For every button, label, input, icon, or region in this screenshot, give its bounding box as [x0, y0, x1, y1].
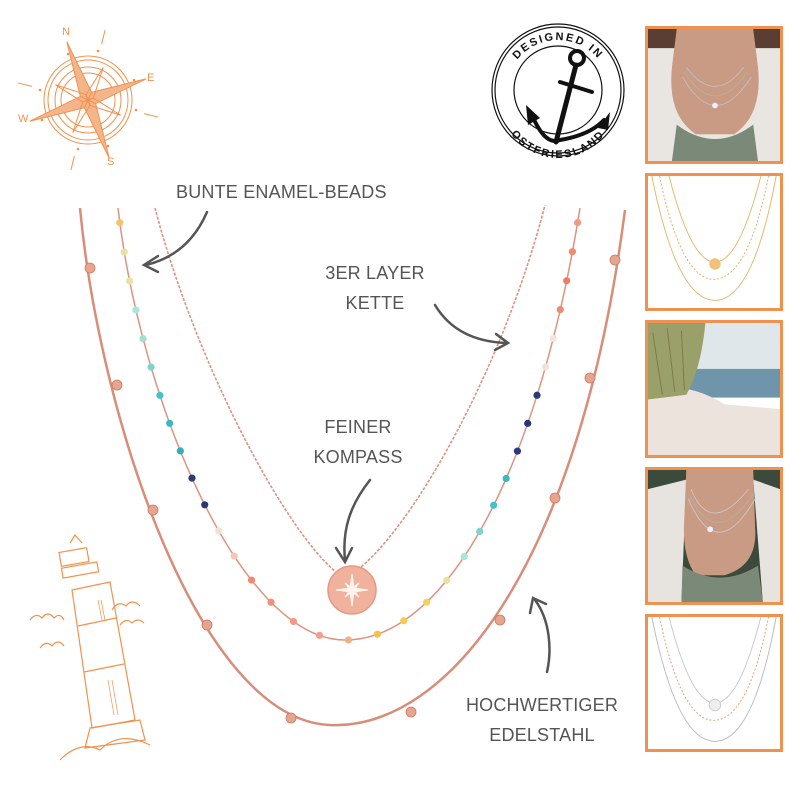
enamel-bead — [156, 391, 164, 399]
enamel-bead — [139, 335, 147, 343]
beach-dune-image — [648, 323, 780, 455]
enamel-bead — [549, 334, 557, 342]
label-steel-line1: HOCHWERTIGER — [465, 695, 619, 715]
enamel-bead — [230, 552, 238, 560]
enamel-bead — [267, 598, 275, 606]
label-steel-line2: EDELSTAHL — [489, 725, 595, 745]
enamel-bead — [176, 447, 184, 455]
chain-balls — [84, 254, 621, 724]
label-layer-necklace: 3ER LAYER KETTE — [320, 258, 430, 318]
silver-necklace-image — [648, 617, 780, 749]
thumb-gold-necklace[interactable] — [645, 173, 783, 311]
annotation-arrows — [141, 210, 551, 674]
compass-north-label: N — [62, 26, 70, 38]
model-photo-image — [648, 29, 780, 161]
enamel-bead — [568, 248, 577, 256]
arrow-beads — [144, 210, 209, 267]
enamel-bead — [556, 306, 564, 314]
enamel-bead — [490, 501, 498, 509]
enamel-bead — [533, 391, 541, 399]
compass-pendant — [327, 565, 377, 615]
enamel-bead — [147, 363, 155, 371]
enamel-bead — [476, 527, 484, 536]
enamel-bead — [166, 419, 174, 427]
enamel-bead — [247, 576, 256, 584]
compass-west-label: W — [18, 113, 29, 125]
enamel-bead — [373, 630, 382, 638]
enamel-bead — [423, 598, 431, 606]
model-silver-image — [648, 470, 780, 602]
enamel-bead — [289, 617, 298, 626]
label-layer-line1: 3ER LAYER — [325, 263, 425, 283]
label-layer-line2: KETTE — [345, 293, 405, 313]
enamel-bead — [400, 617, 408, 625]
enamel-beads — [116, 219, 582, 644]
enamel-bead — [188, 474, 196, 482]
label-fine-compass: FEINER KOMPASS — [308, 412, 408, 472]
enamel-bead — [524, 419, 532, 427]
enamel-bead — [541, 363, 550, 371]
thumb-model-rose-closeup[interactable] — [645, 26, 783, 164]
thumb-silver-necklace[interactable] — [645, 614, 783, 752]
enamel-bead — [120, 248, 128, 256]
enamel-bead — [563, 277, 571, 285]
label-stainless-steel: HOCHWERTIGER EDELSTAHL — [452, 690, 632, 750]
enamel-bead — [116, 219, 124, 227]
enamel-bead — [502, 474, 510, 483]
thumb-model-silver[interactable] — [645, 467, 783, 605]
enamel-bead — [201, 501, 209, 509]
enamel-bead — [215, 527, 223, 535]
arrow-layer — [433, 303, 509, 345]
enamel-bead — [574, 219, 582, 227]
thumb-beach-dune[interactable] — [645, 320, 783, 458]
label-compass-line2: KOMPASS — [313, 447, 403, 467]
enamel-bead — [513, 447, 522, 455]
enamel-bead — [460, 552, 468, 561]
label-enamel-beads: BUNTE ENAMEL-BEADS — [176, 182, 387, 202]
arrow-steel — [533, 598, 551, 674]
enamel-bead — [132, 306, 140, 314]
compass-east-label: E — [147, 72, 155, 84]
label-compass-line1: FEINER — [324, 417, 392, 437]
arrow-compass — [343, 478, 372, 562]
enamel-bead — [443, 576, 451, 584]
anchor-icon — [526, 49, 610, 145]
enamel-bead — [344, 636, 353, 644]
outer-chain — [78, 207, 627, 727]
enamel-bead — [126, 277, 134, 285]
enamel-bead — [315, 631, 324, 639]
compass-south-label: S — [107, 156, 115, 168]
gold-necklace-image — [648, 176, 780, 308]
